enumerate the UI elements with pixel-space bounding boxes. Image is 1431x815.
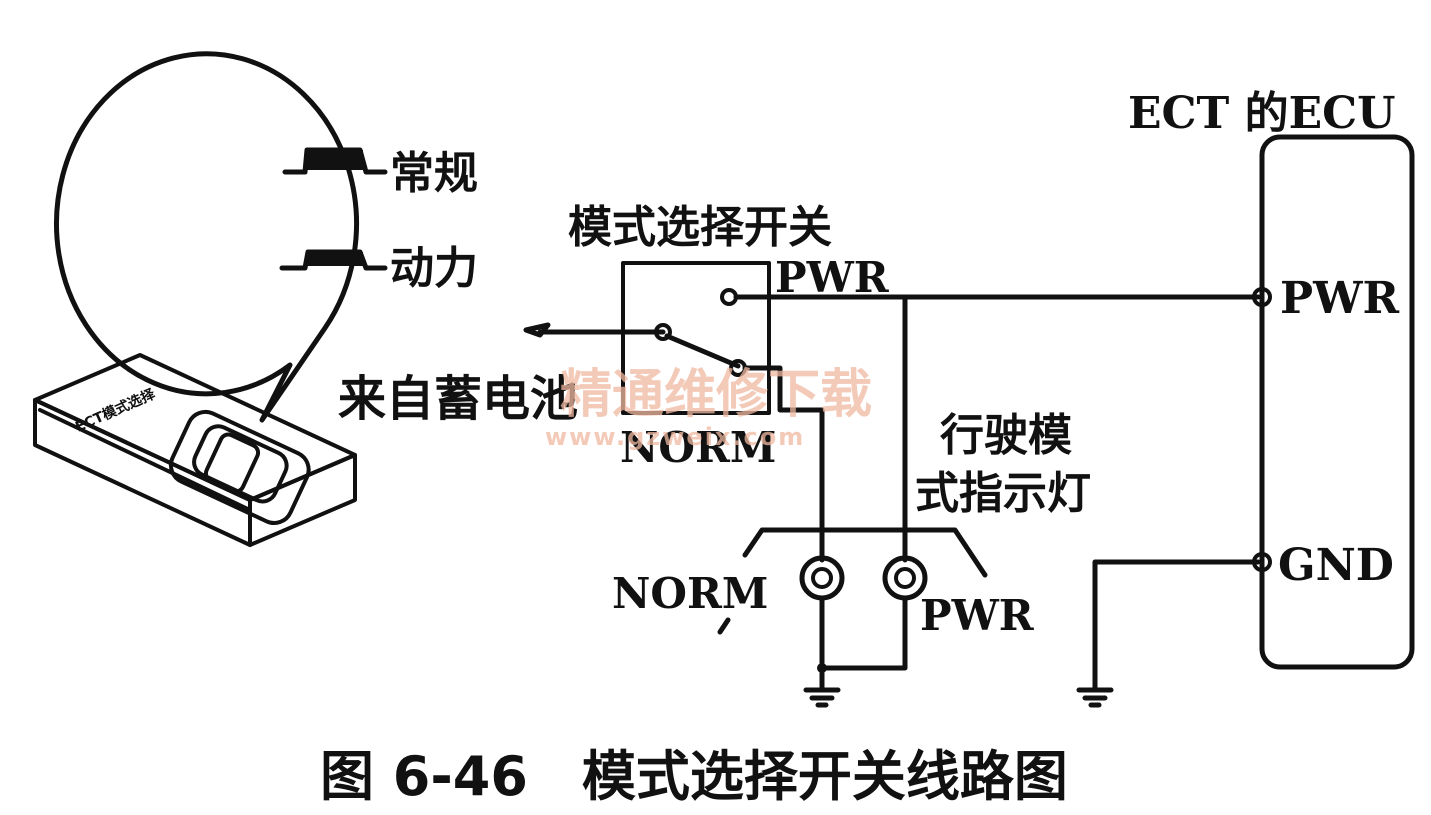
switch-pwr-label: PWR [775,253,890,302]
watermark: 精通维修下载 www.gzweix.com [545,365,872,451]
switch-title: 模式选择开关 [568,202,832,253]
indicator-label-line1: 行驶模 [940,410,1072,461]
ecu-gnd-label: GND [1278,540,1394,591]
battery-label: 来自蓄电池 [338,371,578,427]
panel-text: ECT模式选择 [73,385,159,436]
lamp-pwr-label: PWR [920,591,1035,640]
ect-ecu: ECT 的ECU PWR GND [1128,88,1415,670]
switch-zoom-bubble: 常规 动力 [53,51,478,423]
mode-indicator-lamps: NORM PWR 行驶模 式指示灯 [612,410,1091,640]
wiring [733,294,1261,708]
norm-lamp-icon [799,555,845,601]
bubble-label-power: 动力 [390,243,478,294]
switch-norm-label: NORM [620,423,776,472]
switch-panel-illustration: ECT模式选择 [33,353,357,547]
ecu-pwr-label: PWR [1280,273,1400,324]
watermark-url: www.gzweix.com [545,423,805,451]
mode-select-switch: 模式选择开关 PWR NORM [523,202,890,472]
pwr-lamp-icon [882,555,928,601]
lamp-norm-label: NORM [612,569,768,618]
indicator-label-line2: 式指示灯 [915,468,1091,519]
ecu-title: ECT 的ECU [1128,88,1396,139]
figure-caption: 图 6-46 模式选择开关线路图 [320,745,1068,808]
watermark-text: 精通维修下载 [560,365,872,425]
bubble-label-normal: 常规 [390,148,478,199]
